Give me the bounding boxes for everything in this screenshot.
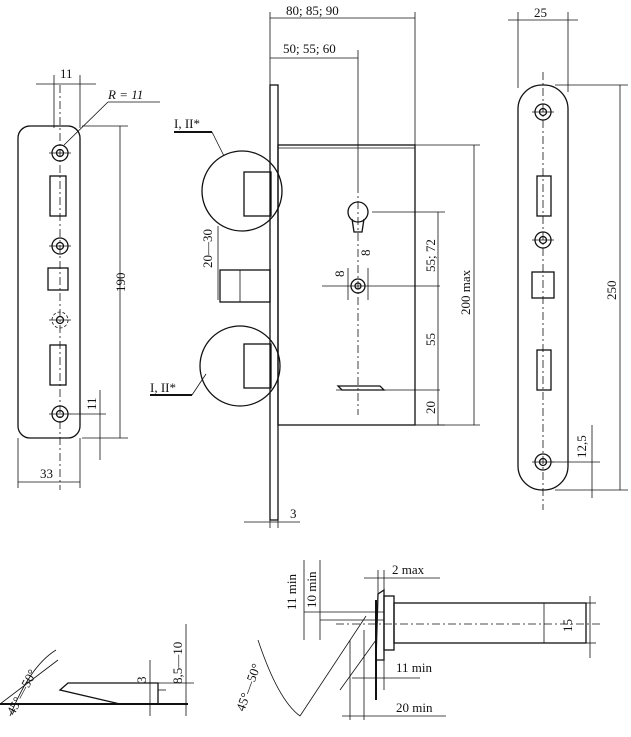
dim-width-top: 11 (60, 66, 73, 81)
dim-plate-thickness: 3 (290, 506, 297, 521)
dim-diameter: 15 (560, 619, 575, 632)
dim-min-d: 20 min (396, 700, 433, 715)
bolt-slot (47, 267, 69, 291)
bolt-section-detail: 45°—50° 11 min 10 min 2 max 15 11 min 20… (233, 560, 600, 720)
detail-circle-upper (201, 150, 283, 232)
dim-cyl-dist: 55; 72 (423, 239, 438, 272)
latch-bevel-detail: 3 8,5—10 45°—50° (0, 624, 194, 717)
latch-slot (49, 344, 67, 386)
dim-pin-small2: 8 (358, 250, 373, 257)
dim-backset: 50; 55; 60 (283, 41, 336, 56)
dim-spindle-dist: 55 (423, 333, 438, 346)
dim-radius: R = 11 (107, 87, 143, 102)
dim-min-a: 11 min (284, 574, 299, 610)
dim-angle-right: 45°—50° (233, 661, 264, 713)
strike-plate-front-view: 11 R = 11 190 11 33 (17, 66, 160, 490)
dim-gap-max: 2 max (392, 562, 425, 577)
dim-latch-height: 8,5—10 (170, 642, 185, 684)
dim-pin-small: 8 (332, 271, 347, 278)
dim-min-b: 10 min (304, 571, 319, 608)
latch-slot (536, 349, 552, 391)
dim-bottom-offset: 11 (84, 397, 99, 410)
callout-upper: I, II* (174, 116, 200, 131)
screw-hole-icon (49, 237, 71, 255)
screw-hole-icon (532, 103, 554, 121)
screw-hole-icon (532, 453, 554, 471)
latch-slot (536, 175, 552, 217)
faceplate-front-view: 25 250 12,5 (508, 5, 628, 510)
latch-slot (49, 175, 67, 217)
dim-angle-left: 45°—50° (3, 667, 39, 718)
screw-hole-icon (49, 144, 71, 162)
dim-min-c: 11 min (396, 660, 432, 675)
screw-hole-icon (49, 311, 71, 329)
dim-bottom-dist: 20 (423, 401, 438, 414)
detail-circle-lower (199, 325, 281, 407)
dim-height: 190 (113, 273, 128, 293)
lock-case (277, 144, 416, 426)
callout-lower: I, II* (150, 380, 176, 395)
bolt-slot (531, 271, 555, 299)
dim-overall-depth: 80; 85; 90 (286, 3, 339, 18)
dim-bottom-offset-right: 12,5 (574, 435, 589, 458)
dim-faceplate-width: 25 (534, 5, 547, 20)
bolt-shank (393, 602, 587, 644)
dim-height-max: 200 max (458, 269, 473, 315)
screw-hole-icon (532, 231, 554, 249)
faceplate (269, 84, 279, 521)
lock-body-side-view: 20—30 I, II* I, II* 8 8 55; 72 (150, 3, 480, 528)
dim-step: 3 (134, 677, 149, 684)
dim-length: 250 (604, 281, 619, 301)
dim-width: 33 (40, 466, 53, 481)
screw-hole-icon (49, 405, 71, 423)
dim-latch-range: 20—30 (200, 229, 215, 268)
